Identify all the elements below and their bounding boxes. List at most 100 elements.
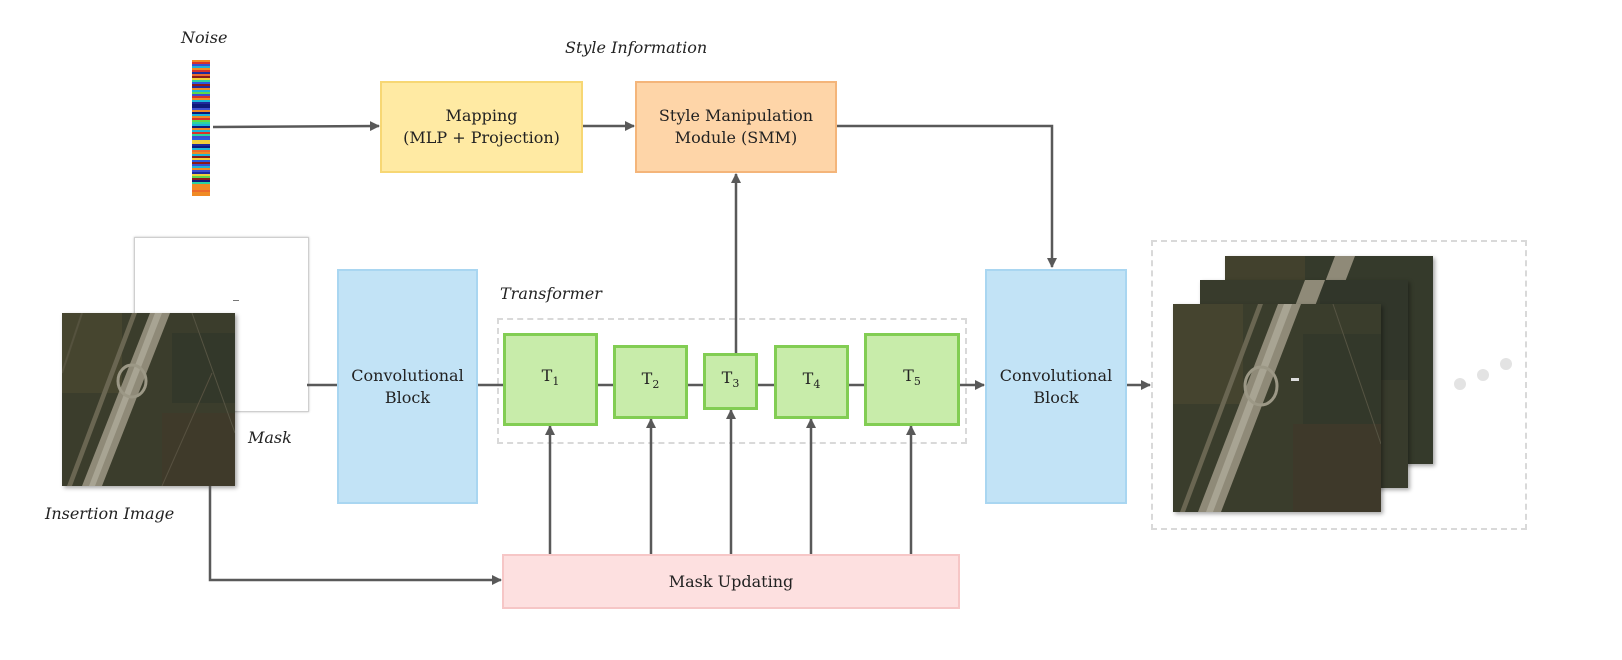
arrow-smm-to-conv-out [836,124,1057,268]
style-information-label: Style Information [565,38,708,57]
noise-stripe [192,104,210,106]
noise-stripe [192,82,210,84]
t2-letter: T [641,368,653,388]
noise-stripe [192,122,210,124]
t4-subscript: 4 [813,378,821,392]
noise-stripe [192,134,210,136]
smm-title-line1: Style Manipulation [658,106,814,125]
noise-stripe [192,68,210,70]
noise-stripe [192,94,210,96]
noise-stripe [192,120,210,122]
noise-stripe [192,150,210,152]
output-image-1 [1173,304,1381,512]
noise-stripe [192,64,210,66]
noise-stripe [192,192,210,194]
ellipsis-dot-3 [1500,358,1512,370]
noise-stripe [192,62,210,64]
noise-stripe [192,186,210,188]
noise-stripe [192,84,210,86]
noise-stripe [192,160,210,162]
noise-stripe [192,100,210,102]
t5-letter: T [903,366,914,386]
noise-stripe [192,138,210,140]
noise-stripe [192,112,210,114]
t4-letter: T [802,368,814,388]
smm-block: Style Manipulation Module (SMM) [635,81,837,173]
insertion-image-label: Insertion Image [45,504,175,523]
mapping-subtitle: (MLP + Projection) [403,128,560,147]
t5-subscript: 5 [913,375,921,389]
noise-stripe [192,176,210,178]
noise-stripe [192,102,210,104]
noise-stripe [192,60,210,62]
noise-stripe [192,166,210,168]
noise-stripe [192,76,210,78]
noise-stripe [192,92,210,94]
noise-stripe [192,110,210,112]
conv-output-line1: Convolutional [999,365,1113,385]
insertion-image [62,313,235,486]
mask-updating-block: Mask Updating [502,554,960,609]
noise-stripe [192,74,210,76]
transformer-block-t4: T4 [774,345,849,419]
noise-stripe [192,170,210,172]
mask-updating-label: Mask Updating [668,571,794,591]
mask-mark [233,300,239,301]
noise-stripe [192,172,210,174]
transformer-block-t2: T2 [613,345,688,419]
mapping-block: Mapping (MLP + Projection) [380,81,583,173]
noise-stripe [192,116,210,118]
transformer-block-t5: T5 [864,333,960,426]
conv-block-input: Convolutional Block [337,269,478,504]
noise-stripe [192,182,210,184]
conv-input-line1: Convolutional [351,365,464,385]
noise-stripe [192,70,210,72]
noise-stripe [192,194,210,196]
t3-letter: T [721,368,733,388]
noise-stripe [192,152,210,154]
t3-subscript: 3 [732,377,740,391]
noise-stripe [192,90,210,92]
noise-stripe [192,174,210,176]
noise-stripe [192,118,210,120]
arrow-image-to-mask-updating [208,486,502,585]
smm-title-line2: Module (SMM) [674,128,798,147]
noise-stripe [192,136,210,138]
noise-stripe [192,128,210,130]
noise-stripe [192,108,210,110]
noise-stripe [192,66,210,68]
noise-stripe [192,126,210,128]
noise-stripe [192,96,210,98]
t1-letter: T [541,366,553,386]
noise-stripe [192,190,210,192]
noise-stripe [192,156,210,158]
arrow-noise-to-mapping [212,121,380,132]
noise-stripe [192,148,210,150]
t1-subscript: 1 [552,375,560,389]
noise-stripe [192,180,210,182]
noise-stripe [192,144,210,146]
noise-stripe [192,146,210,148]
noise-stripe [192,106,210,108]
noise-stripe [192,162,210,164]
mask-label: Mask [248,428,292,447]
mapping-title: Mapping [445,106,518,125]
noise-stripe [192,72,210,74]
satellite-image [62,313,235,486]
noise-stripe [192,124,210,126]
noise-stripe [192,178,210,180]
conv-input-line2: Block [384,387,431,407]
transformer-block-t3: T3 [703,353,758,410]
conv-block-output: Convolutional Block [985,269,1127,504]
ellipsis-dot-2 [1477,369,1489,381]
noise-label: Noise [181,28,228,47]
noise-stripe [192,114,210,116]
noise-vector [192,60,210,196]
ellipsis-dot-1 [1454,378,1466,390]
t2-subscript: 2 [652,378,660,392]
noise-stripe [192,142,210,144]
noise-stripe [192,158,210,160]
noise-stripe [192,78,210,80]
noise-stripe [192,98,210,100]
noise-stripe [192,80,210,82]
